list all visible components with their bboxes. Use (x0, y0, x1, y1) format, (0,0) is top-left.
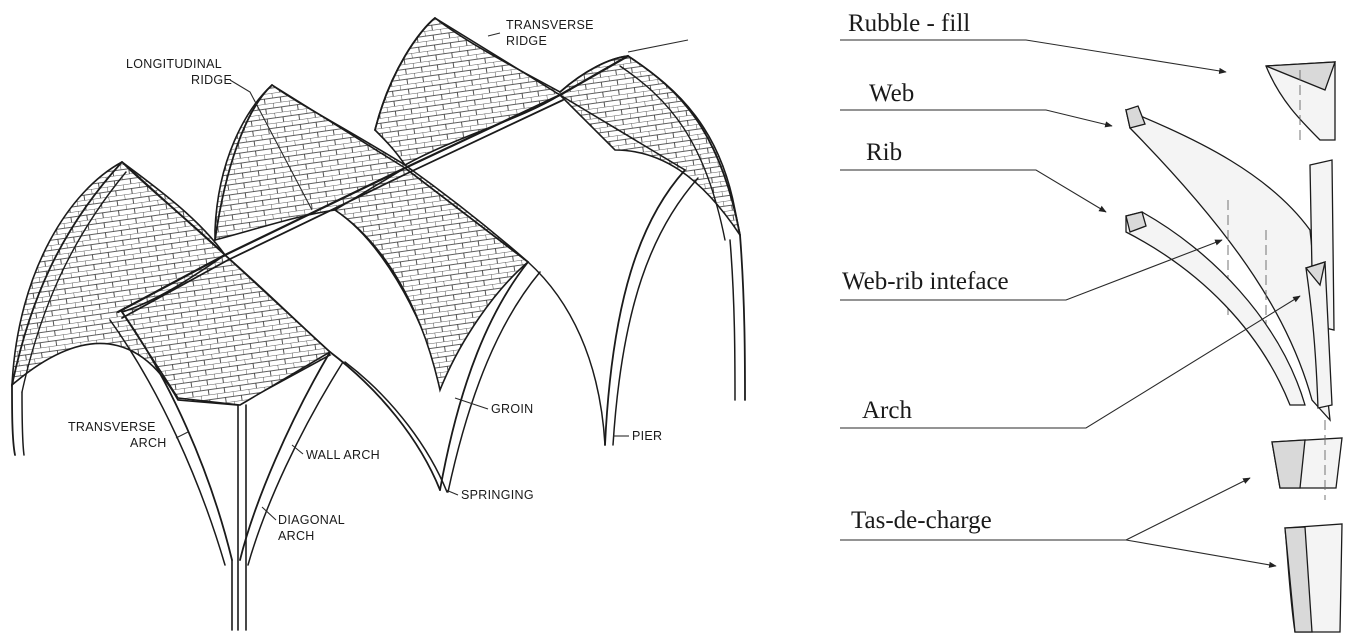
label-springing: SPRINGING (461, 488, 534, 502)
label-web-rib-interface: Web-rib inteface (842, 268, 1009, 295)
label-wall-arch: WALL ARCH (306, 448, 380, 462)
vault-web-groin-middle (335, 168, 528, 390)
label-rubble-fill: Rubble - fill (848, 10, 970, 37)
label-longitudinal-ridge-line2: RIDGE (191, 73, 232, 87)
label-tas-de-charge: Tas-de-charge (851, 507, 992, 534)
label-arch: Arch (862, 397, 912, 424)
label-diagonal-arch-line1: DIAGONAL (278, 513, 345, 527)
label-transverse-arch-line1: TRANSVERSE (68, 420, 156, 434)
label-pier: PIER (632, 429, 662, 443)
exploded-components-drawing (1126, 62, 1342, 632)
label-transverse-arch-line2: ARCH (130, 436, 167, 450)
label-rib: Rib (866, 139, 902, 166)
label-web: Web (869, 80, 914, 107)
label-transverse-ridge-line1: TRANSVERSE (506, 18, 594, 32)
ribbed-vault-drawing (12, 18, 745, 630)
label-longitudinal-ridge-line1: LONGITUDINAL (126, 57, 222, 71)
label-transverse-ridge-line2: RIDGE (506, 34, 547, 48)
label-diagonal-arch-line2: ARCH (278, 529, 315, 543)
label-groin: GROIN (491, 402, 533, 416)
